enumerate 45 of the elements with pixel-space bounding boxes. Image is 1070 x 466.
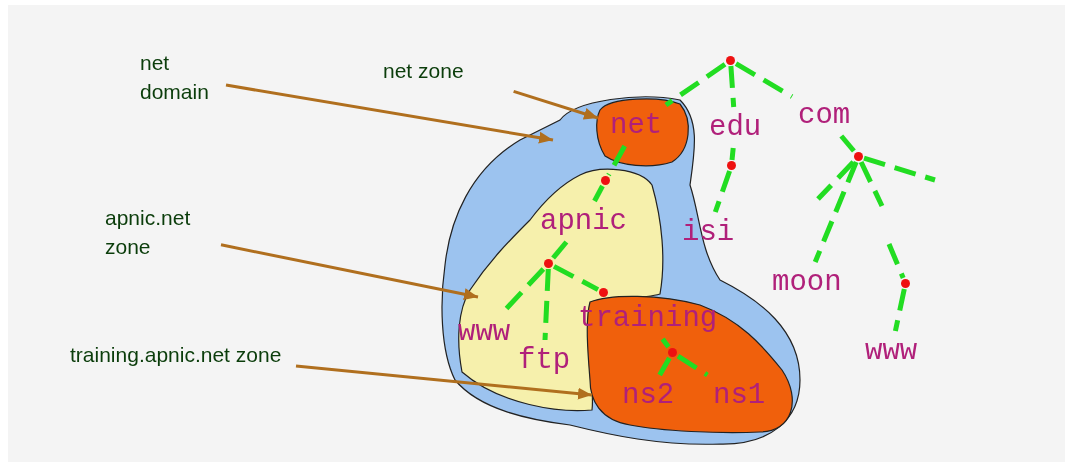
tree-branch [858,160,885,208]
tree-branch [660,337,671,349]
tree-node-dot [901,279,910,288]
pointer-arrow [513,89,599,120]
zone-label: net zone [383,58,465,84]
tree-branch [812,161,859,263]
tree-branch [592,184,605,203]
domain-label: www [865,337,918,366]
tree-branch [712,170,732,213]
tree-branch [892,288,907,332]
tree-branch [734,61,794,99]
tree-branch [542,268,551,341]
zone-label: apnic.net zone [105,205,192,261]
tree-branch [606,144,627,177]
tree-branch [728,65,737,108]
tree-branch [676,354,709,378]
tree-branch [551,240,569,260]
tree-branch [664,62,727,108]
tree-branch [886,243,906,279]
tree-branch [863,155,936,183]
pointer-arrow [225,83,554,144]
tree-node-dot [544,259,553,268]
domain-label: com [798,101,851,130]
tree-node-dot [854,152,863,161]
zone-label: net domain [140,50,210,106]
tree-branch [552,264,600,292]
pointer-arrow [295,364,593,400]
tree-branch [657,356,672,377]
domain-label: ns2 [622,381,675,410]
domain-label: moon [772,268,842,297]
tree-node-dot [668,348,677,357]
tree-branch [729,147,736,161]
domain-label: ftp [518,346,571,375]
domain-label: net [610,111,663,140]
tree-node-dot [726,56,735,65]
pointer-arrow [220,243,479,301]
tree-node-dot [601,176,610,185]
domain-label: apnic [540,207,627,236]
tree-node-dot [599,288,608,297]
tree-branch [839,134,856,153]
zone-label: training.apnic.net zone [70,342,283,368]
domain-label: ns1 [713,381,766,410]
tree-branch [816,160,856,201]
tree-node-dot [727,161,736,170]
domain-label: edu [709,113,762,142]
